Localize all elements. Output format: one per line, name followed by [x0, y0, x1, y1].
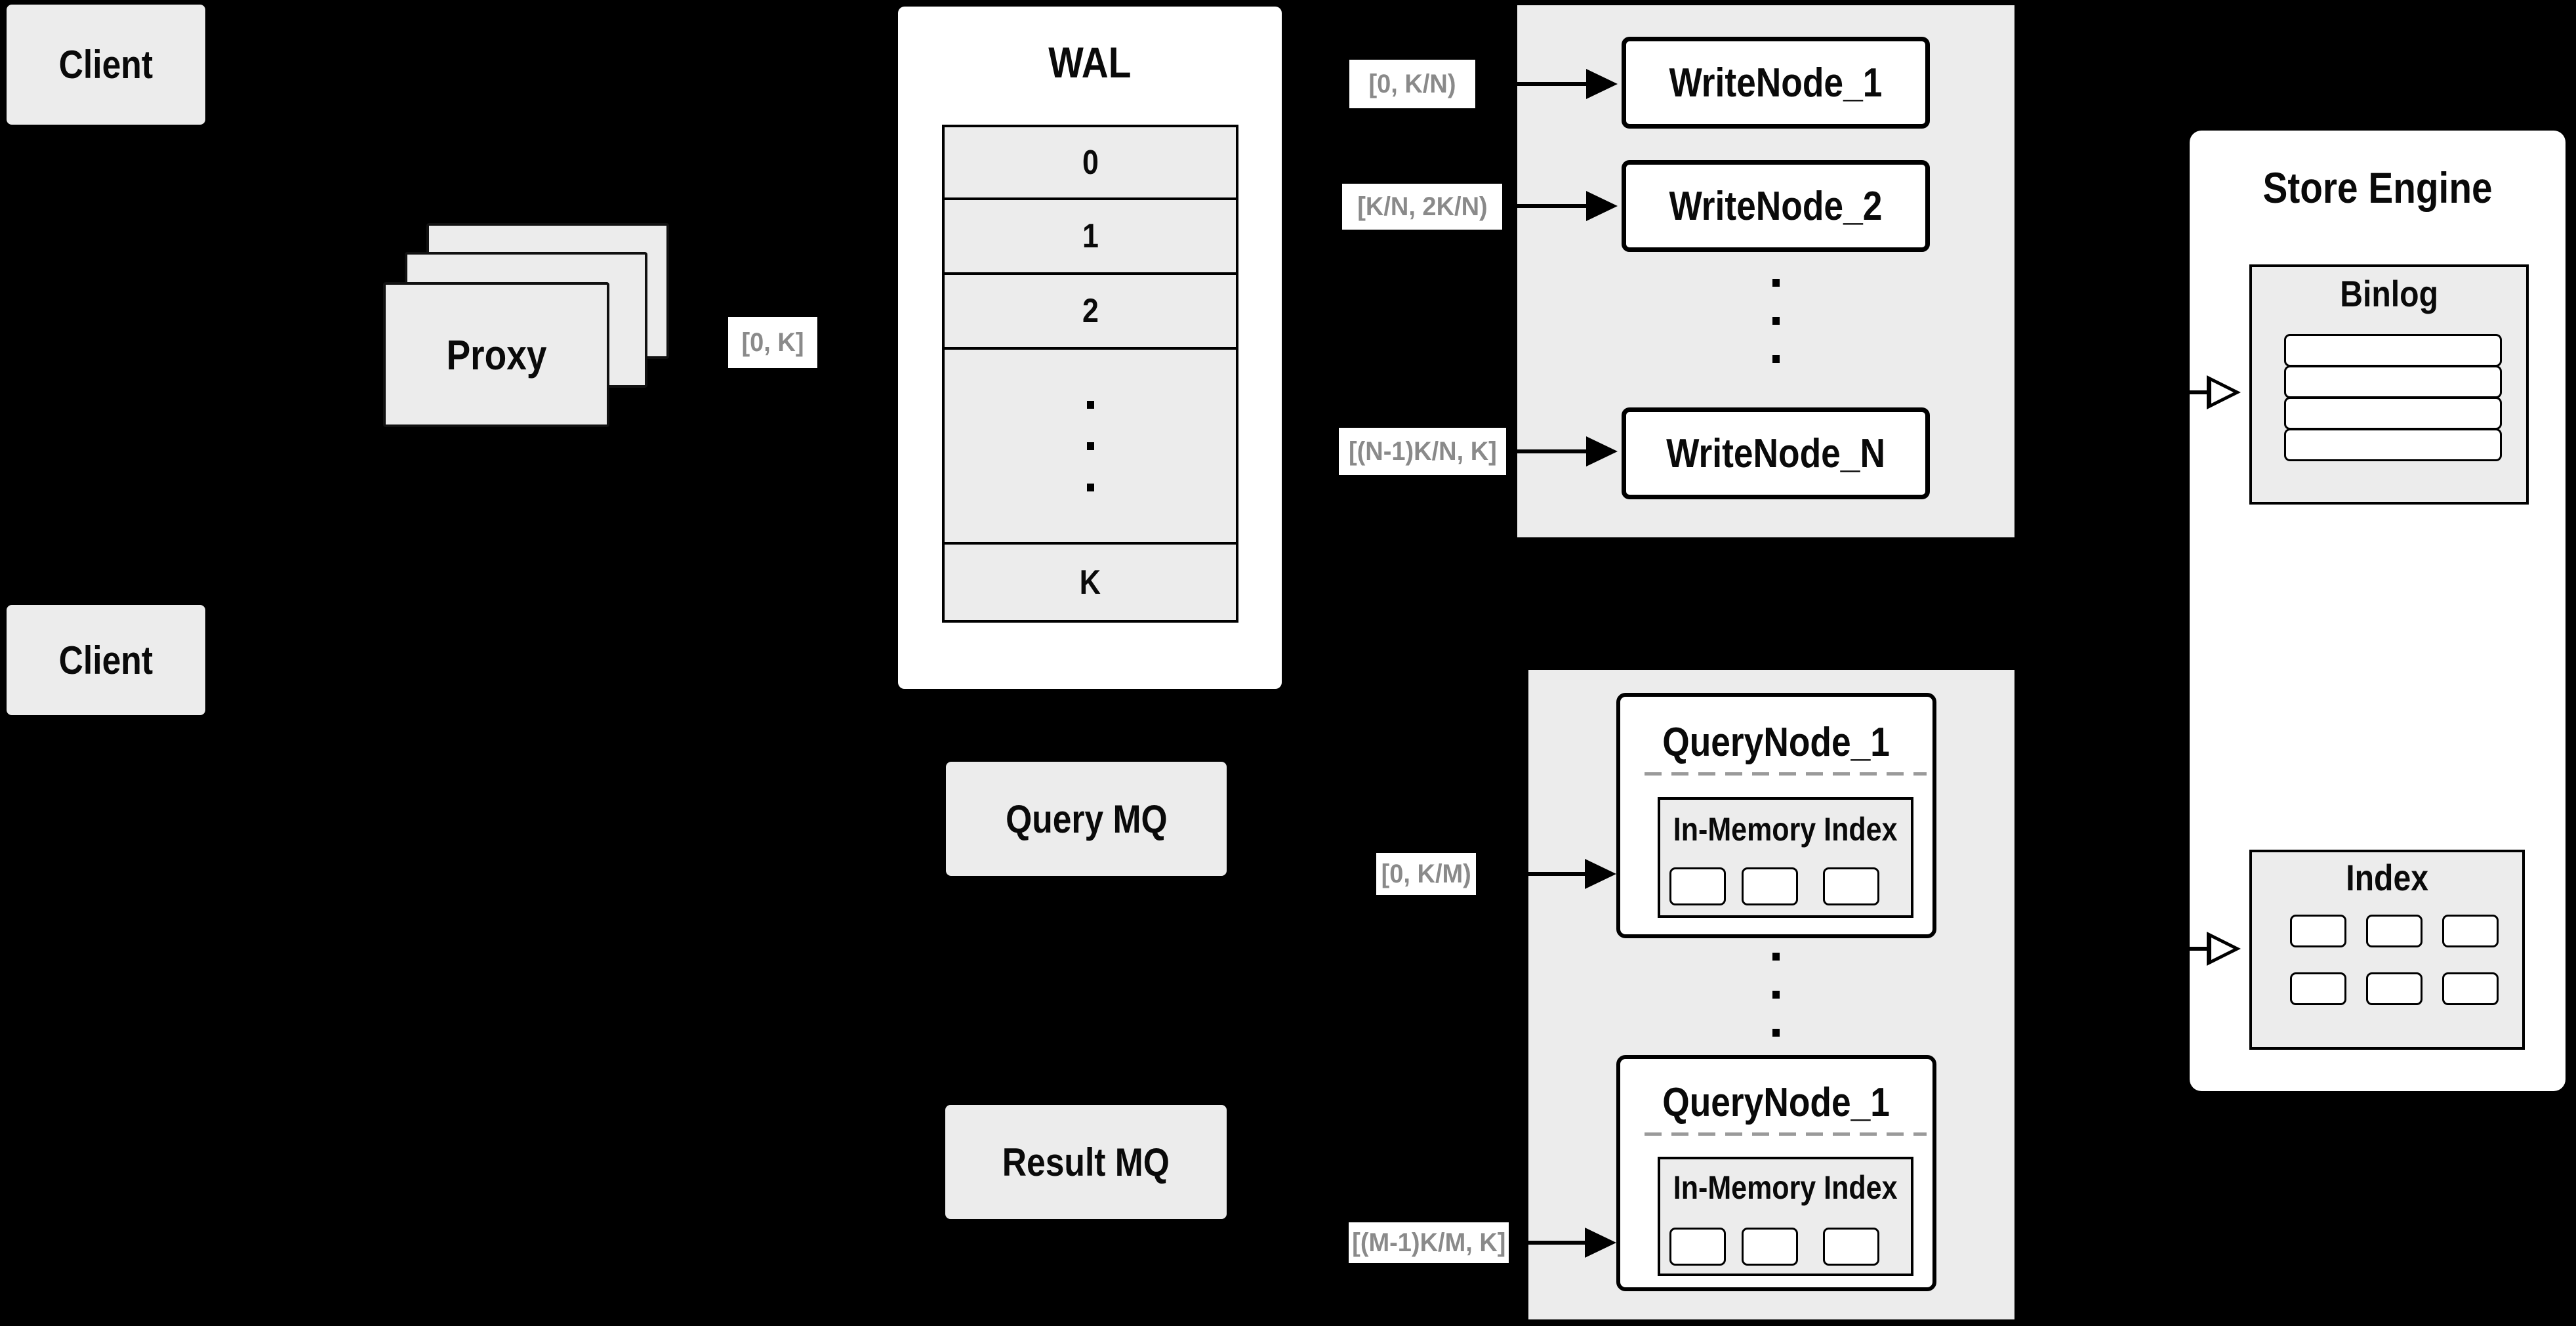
index-box	[2249, 850, 2525, 1050]
dashed-divider	[1645, 1132, 1927, 1136]
write-node-2-label: WriteNode_2	[1669, 183, 1883, 229]
index-chip	[2442, 915, 2499, 947]
wal-title: WAL	[1048, 38, 1132, 87]
arrow-to-index	[2125, 932, 2241, 966]
index-chip	[2442, 972, 2499, 1005]
arrow-to-write-node-1	[1478, 68, 1618, 100]
memory-chip	[1669, 1228, 1726, 1266]
memory-chip	[1823, 1228, 1879, 1266]
write-node-ellipsis-icon	[1771, 279, 1780, 363]
query-node-ellipsis-icon	[1771, 953, 1780, 1037]
vertical-ellipsis-icon	[1086, 400, 1094, 491]
write-node-2-box: WriteNode_2	[1622, 160, 1930, 252]
index-chip	[2366, 915, 2423, 947]
range-label-query-node-2: [(M-1)K/M, K]	[1349, 1222, 1509, 1263]
result-mq-box: Result MQ	[945, 1105, 1227, 1219]
range-label-write-node-2: [K/N, 2K/N)	[1342, 184, 1502, 230]
memory-chip	[1669, 867, 1726, 905]
index-chip	[2366, 972, 2423, 1005]
write-node-1-label: WriteNode_1	[1669, 60, 1883, 106]
binlog-title: Binlog	[2340, 272, 2438, 314]
client-bottom-label: Client	[58, 638, 153, 682]
wal-row-k-label: K	[1079, 563, 1101, 602]
in-memory-index-2-title: In-Memory Index	[1673, 1169, 1898, 1206]
range-label-write-node-1: [0, K/N)	[1349, 60, 1475, 108]
index-chip	[2290, 915, 2346, 947]
arrow-to-query-node-2	[1510, 1227, 1616, 1258]
dashed-divider	[1645, 772, 1927, 776]
index-title: Index	[2346, 856, 2428, 898]
wal-row-1: 1	[942, 197, 1238, 275]
memory-chip	[1742, 1228, 1798, 1266]
wal-row-1-label: 1	[1082, 217, 1099, 255]
wal-row-0-label: 0	[1082, 143, 1099, 182]
index-chip	[2290, 972, 2346, 1005]
proxy-label: Proxy	[446, 331, 546, 379]
write-node-n-box: WriteNode_N	[1622, 407, 1930, 499]
arrow-to-write-node-n	[1509, 436, 1618, 467]
store-engine-title: Store Engine	[2262, 163, 2493, 212]
binlog-row	[2284, 397, 2502, 430]
write-node-n-label: WriteNode_N	[1666, 430, 1885, 476]
wal-row-0: 0	[942, 125, 1238, 200]
write-node-1-box: WriteNode_1	[1622, 37, 1930, 129]
wal-row-2-label: 2	[1082, 292, 1099, 330]
query-node-2-title: QueryNode_1	[1662, 1079, 1891, 1125]
query-mq-label: Query MQ	[1005, 797, 1168, 841]
binlog-row	[2284, 428, 2502, 461]
arrow-to-write-node-2	[1505, 190, 1618, 222]
binlog-row	[2284, 365, 2502, 398]
range-label-write-node-n: [(N-1)K/N, K]	[1339, 428, 1506, 475]
result-mq-label: Result MQ	[1002, 1140, 1170, 1184]
wal-row-ellipsis	[942, 347, 1238, 545]
binlog-row	[2284, 334, 2502, 367]
arrow-to-binlog	[2125, 375, 2241, 409]
wal-row-k: K	[942, 542, 1238, 623]
in-memory-index-1-title: In-Memory Index	[1673, 811, 1898, 848]
arrow-to-query-node-1	[1477, 858, 1616, 890]
memory-chip	[1823, 867, 1879, 905]
wal-row-2: 2	[942, 272, 1238, 350]
query-node-1-title: QueryNode_1	[1662, 719, 1891, 765]
client-box-bottom: Client	[7, 605, 205, 715]
proxy-card-front: Proxy	[383, 282, 609, 427]
range-label-proxy-out: [0, K]	[728, 317, 817, 368]
client-top-label: Client	[58, 43, 153, 87]
client-box-top: Client	[7, 5, 205, 125]
memory-chip	[1742, 867, 1798, 905]
range-label-query-node-1: [0, K/M)	[1376, 853, 1476, 895]
query-mq-box: Query MQ	[946, 762, 1227, 876]
